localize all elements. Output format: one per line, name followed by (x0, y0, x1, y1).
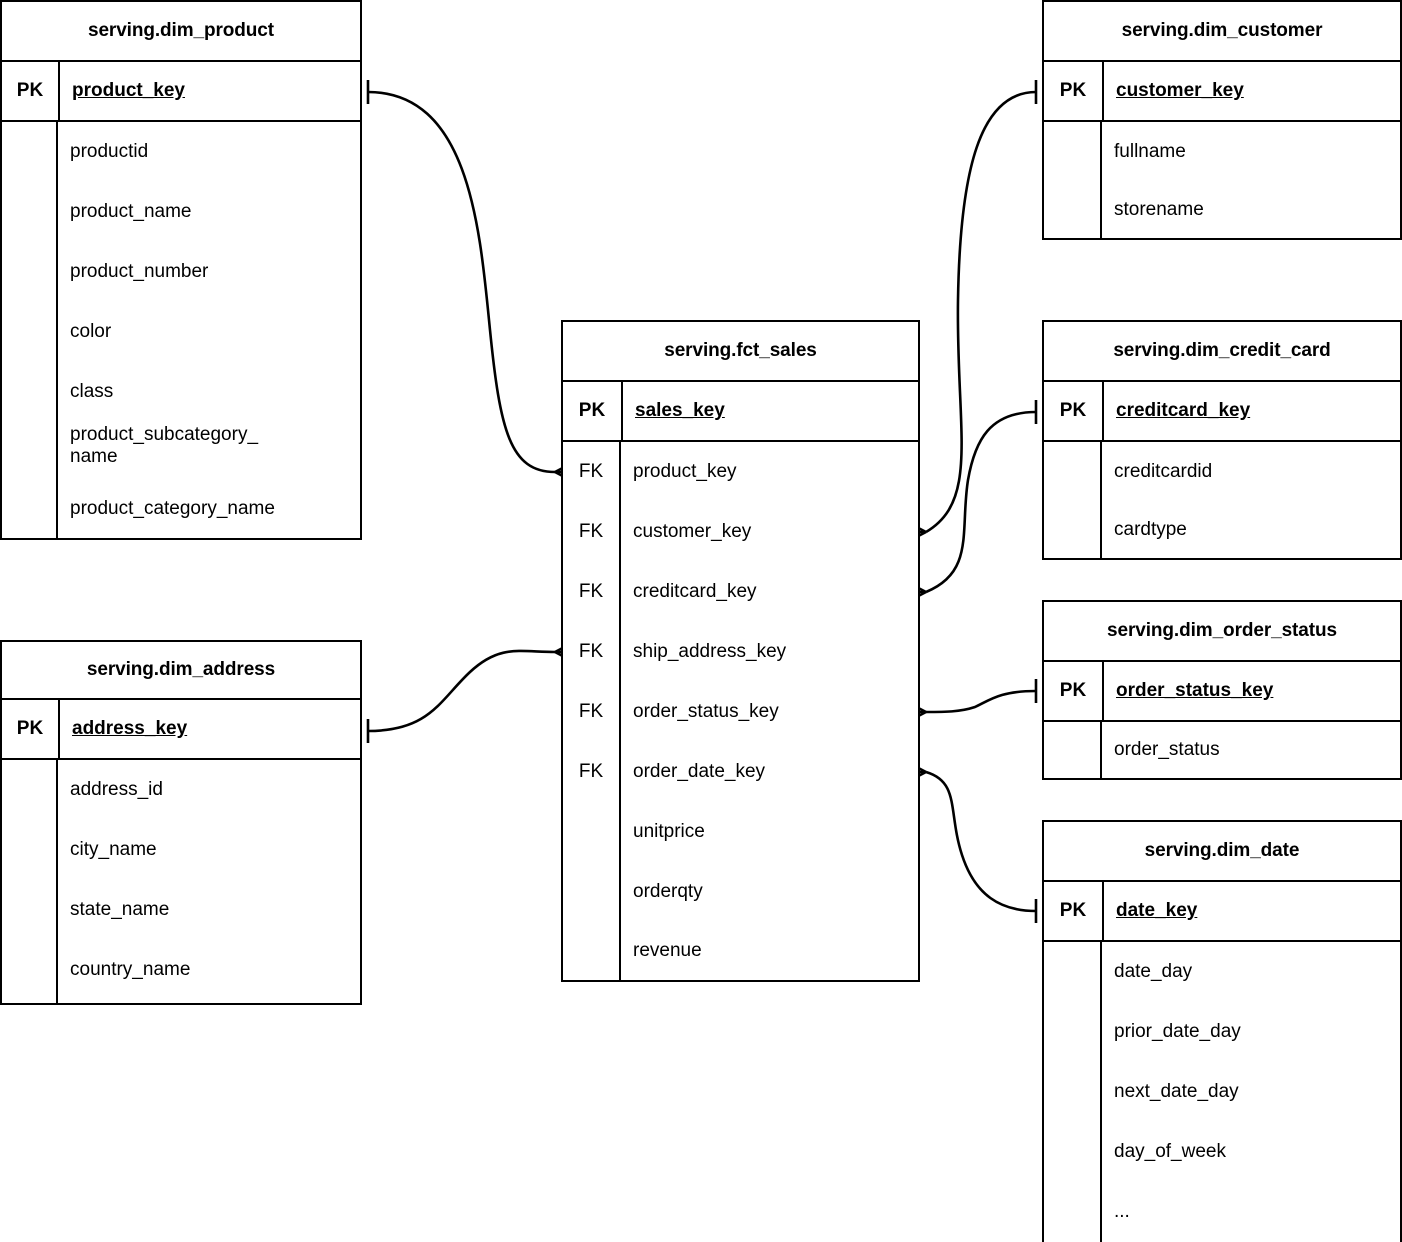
pk-badge: PK (578, 400, 606, 421)
pk-badge: PK (16, 80, 44, 101)
attribute-row: product_number (70, 261, 209, 283)
attribute-row: color (70, 321, 112, 343)
edge-address (367, 649, 556, 733)
pk-badge: PK (1059, 400, 1087, 421)
attribute-row: city_name (70, 839, 157, 861)
attributes-fct-sales: FK FK FK FK FK FK product_key customer_k… (563, 442, 918, 980)
attribute-row: class (70, 381, 114, 403)
fk-column-row: ship_address_key (633, 641, 787, 663)
pk-column-name: product_key (58, 62, 360, 120)
attribute-row: country_name (70, 959, 191, 981)
entity-title-dim-credit-card: serving.dim_credit_card (1044, 322, 1400, 382)
attr-key-column (2, 760, 58, 1003)
attribute-row: ... (1114, 1201, 1130, 1223)
attribute-row: day_of_week (1114, 1141, 1226, 1163)
attribute-row: creditcardid (1114, 461, 1213, 483)
fk-column-row: creditcard_key (633, 581, 757, 603)
attribute-row: date_day (1114, 961, 1193, 983)
attr-name-column: creditcardid cardtype (1102, 442, 1400, 558)
entity-title-dim-customer: serving.dim_customer (1044, 2, 1400, 62)
attr-name-column: order_status (1102, 722, 1400, 778)
pk-row-fct-sales[interactable]: PK sales_key (563, 382, 918, 442)
pk-column-name: customer_key (1102, 62, 1400, 120)
attributes-dim-credit-card: creditcardid cardtype (1044, 442, 1400, 558)
measure-row: revenue (633, 940, 702, 962)
pk-column-name: order_status_key (1102, 662, 1400, 720)
entity-dim-date[interactable]: serving.dim_date PK date_key date_day pr… (1042, 820, 1402, 1242)
pk-row-dim-address[interactable]: PK address_key (2, 700, 360, 760)
pk-badge: PK (1059, 900, 1087, 921)
attribute-row: prior_date_day (1114, 1021, 1241, 1043)
attributes-dim-address: address_id city_name state_name country_… (2, 760, 360, 1003)
measure-row: orderqty (633, 881, 703, 903)
attribute-row: product_subcategory_ name (70, 424, 259, 467)
fk-badge: FK (578, 581, 604, 602)
attribute-row: product_category_name (70, 498, 275, 520)
attributes-dim-customer: fullname storename (1044, 122, 1400, 238)
entity-title-dim-address: serving.dim_address (2, 642, 360, 700)
fk-badge: FK (578, 701, 604, 722)
fk-badge: FK (578, 761, 604, 782)
pk-badge: PK (1059, 680, 1087, 701)
attr-name-column: product_key customer_key creditcard_key … (621, 442, 918, 980)
edge-customer (925, 90, 1037, 534)
entity-dim-address[interactable]: serving.dim_address PK address_key addre… (0, 640, 362, 1005)
attr-key-column (1044, 942, 1102, 1242)
entity-title-fct-sales: serving.fct_sales (563, 322, 918, 382)
fk-column-row: customer_key (633, 521, 752, 543)
entity-dim-credit-card[interactable]: serving.dim_credit_card PK creditcard_ke… (1042, 320, 1402, 560)
fk-column-row: order_date_key (633, 761, 766, 783)
pk-column-name: sales_key (621, 382, 918, 440)
attribute-row: product_name (70, 201, 192, 223)
edge-product (367, 90, 556, 474)
fk-key-column: FK FK FK FK FK FK (563, 442, 621, 980)
pk-badge: PK (1059, 80, 1087, 101)
attr-key-column (1044, 722, 1102, 778)
edge-date (925, 770, 1037, 913)
measure-row: unitprice (633, 821, 705, 843)
attributes-dim-product: productid product_name product_number co… (2, 122, 360, 538)
attribute-row: cardtype (1114, 519, 1187, 541)
entity-fct-sales[interactable]: serving.fct_sales PK sales_key FK FK FK … (561, 320, 920, 982)
fk-column-row: order_status_key (633, 701, 779, 723)
attribute-row: state_name (70, 899, 170, 921)
attr-name-column: productid product_name product_number co… (58, 122, 360, 538)
attributes-dim-date: date_day prior_date_day next_date_day da… (1044, 942, 1400, 1242)
attr-name-column: address_id city_name state_name country_… (58, 760, 360, 1003)
pk-column-name: creditcard_key (1102, 382, 1400, 440)
entity-dim-order-status[interactable]: serving.dim_order_status PK order_status… (1042, 600, 1402, 780)
entity-title-dim-order-status: serving.dim_order_status (1044, 602, 1400, 662)
attribute-row: order_status (1114, 739, 1220, 761)
entity-dim-product[interactable]: serving.dim_product PK product_key produ… (0, 0, 362, 540)
pk-row-dim-customer[interactable]: PK customer_key (1044, 62, 1400, 122)
pk-column-name: address_key (58, 700, 360, 758)
attr-name-column: fullname storename (1102, 122, 1400, 238)
fk-badge: FK (578, 641, 604, 662)
entity-title-dim-date: serving.dim_date (1044, 822, 1400, 882)
fk-badge: FK (578, 521, 604, 542)
pk-row-dim-date[interactable]: PK date_key (1044, 882, 1400, 942)
attribute-row: next_date_day (1114, 1081, 1239, 1103)
pk-row-dim-credit-card[interactable]: PK creditcard_key (1044, 382, 1400, 442)
entity-dim-customer[interactable]: serving.dim_customer PK customer_key ful… (1042, 0, 1402, 240)
attribute-row: address_id (70, 779, 163, 801)
fk-badge: FK (578, 461, 604, 482)
edge-orderstatus (925, 689, 1037, 714)
pk-row-dim-product[interactable]: PK product_key (2, 62, 360, 122)
attr-key-column (1044, 122, 1102, 238)
attr-name-column: date_day prior_date_day next_date_day da… (1102, 942, 1400, 1242)
fk-column-row: product_key (633, 461, 737, 483)
pk-row-dim-order-status[interactable]: PK order_status_key (1044, 662, 1400, 722)
attributes-dim-order-status: order_status (1044, 722, 1400, 778)
pk-column-name: date_key (1102, 882, 1400, 940)
attr-key-column (1044, 442, 1102, 558)
attribute-row: productid (70, 141, 149, 163)
edge-creditcard (925, 410, 1037, 594)
attribute-row: fullname (1114, 141, 1186, 163)
entity-title-dim-product: serving.dim_product (2, 2, 360, 62)
attribute-row: storename (1114, 199, 1204, 221)
attr-key-column (2, 122, 58, 538)
pk-badge: PK (16, 718, 44, 739)
